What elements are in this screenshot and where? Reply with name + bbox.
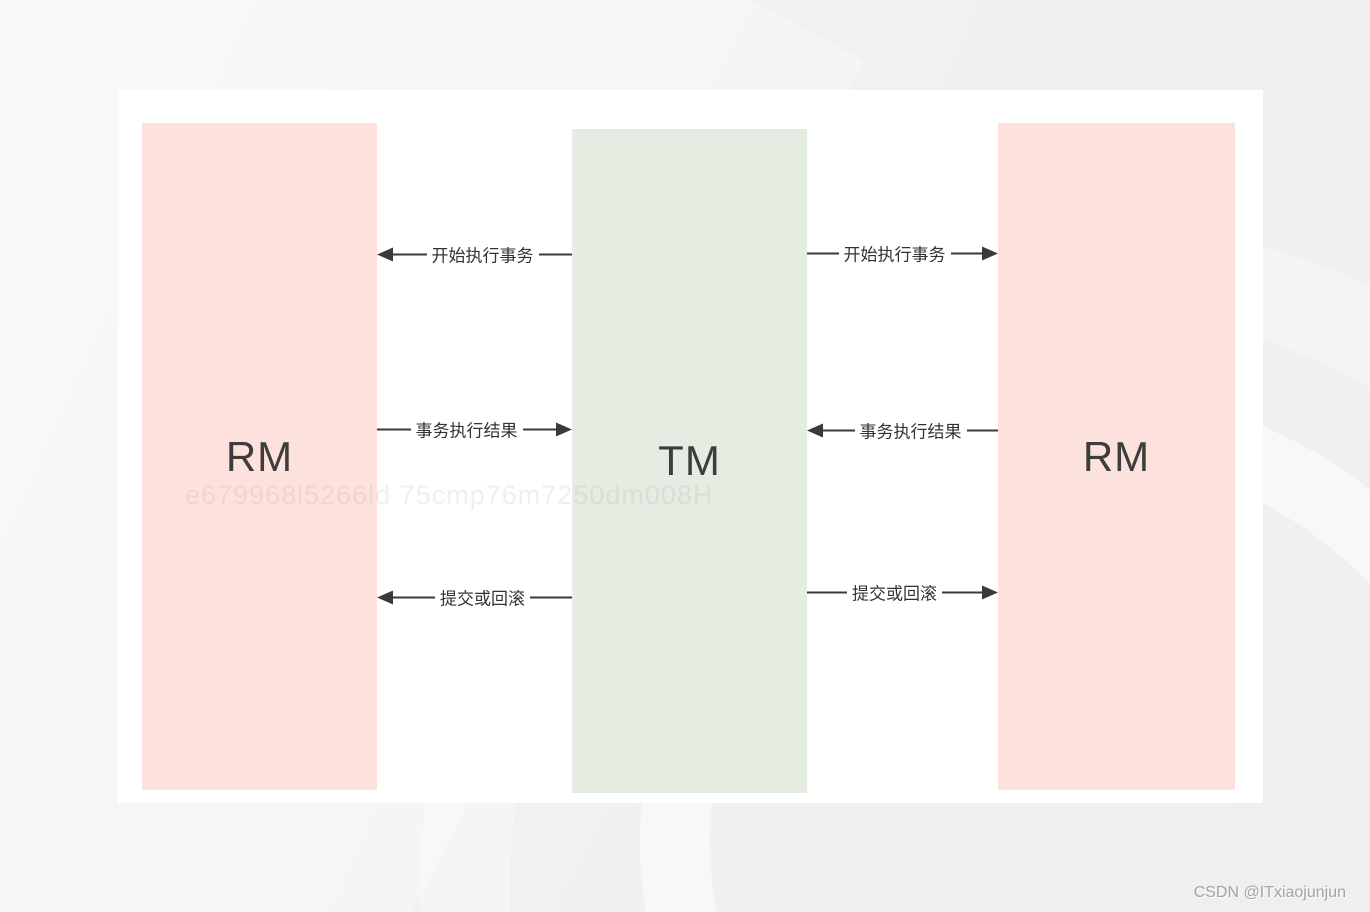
edge-line (393, 596, 435, 598)
node-rm-right-label: RM (1082, 432, 1151, 480)
edge-line (942, 591, 982, 593)
edge-line (377, 428, 411, 430)
edge-label: 提交或回滚 (852, 584, 937, 604)
arrowhead-right-icon (982, 246, 998, 260)
edge-label: 事务执行结果 (859, 422, 962, 442)
arrowhead-left-icon (377, 590, 393, 604)
edge-right-transaction-result: 事务执行结果 (807, 418, 998, 443)
edge-line (393, 253, 427, 255)
edge-right-commit-or-rollback: 提交或回滚 (807, 580, 998, 605)
arrowhead-right-icon (982, 585, 998, 599)
edge-left-commit-or-rollback: 提交或回滚 (377, 585, 572, 610)
node-rm-right: RM (998, 123, 1235, 790)
edge-left-begin-transaction: 开始执行事务 (377, 242, 572, 267)
edge-line (530, 596, 572, 598)
edge-right-begin-transaction: 开始执行事务 (807, 241, 998, 266)
node-tm-label: TM (658, 437, 721, 484)
edge-line (823, 429, 855, 431)
csdn-watermark: CSDN @ITxiaojunjun (1193, 884, 1346, 901)
edge-label: 开始执行事务 (431, 246, 534, 266)
edge-line (538, 253, 572, 255)
edge-left-transaction-result: 事务执行结果 (377, 417, 572, 442)
arrowhead-right-icon (556, 422, 572, 436)
edge-line (950, 252, 982, 254)
edge-label: 事务执行结果 (415, 421, 518, 441)
edge-label: 提交或回滚 (440, 589, 525, 609)
edge-line (966, 429, 998, 431)
edge-line (807, 252, 839, 254)
node-rm-left: RM (142, 123, 377, 790)
edge-label: 开始执行事务 (843, 245, 946, 265)
arrowhead-left-icon (377, 247, 393, 261)
edge-line (807, 591, 847, 593)
node-rm-left-label: RM (225, 432, 294, 480)
node-tm: TM (572, 129, 807, 793)
edge-line (522, 428, 556, 430)
arrowhead-left-icon (807, 423, 823, 437)
